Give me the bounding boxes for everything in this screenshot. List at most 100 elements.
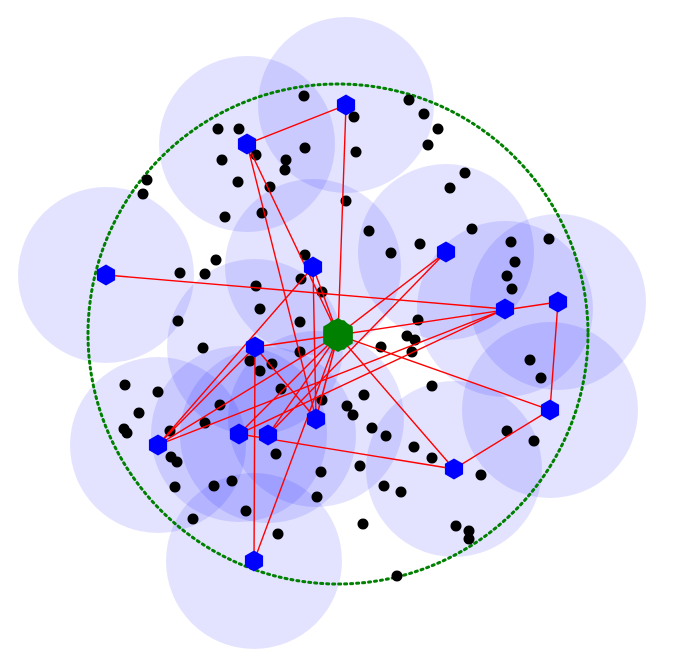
link-line [337,334,551,411]
relay-node [237,133,257,155]
link-line [253,346,256,562]
coverage-area-layer [18,17,646,649]
sensor-node [210,254,222,266]
link-line [238,334,339,435]
sensor-node [366,422,378,434]
sensor-node [119,379,131,391]
sensor-node [254,303,266,315]
sensor-node [264,181,276,193]
sensor-node [174,267,186,279]
sensor-node [395,486,407,498]
sensor-node [219,211,231,223]
sensor-node [279,164,291,176]
link-line [157,308,506,446]
sensor-node [152,386,164,398]
link-line [267,251,447,436]
sensor-node [216,154,228,166]
sensor-node [199,268,211,280]
sensor-node [299,249,311,261]
sensor-node [475,469,487,481]
sensor-node [422,139,434,151]
relay-node [303,256,323,278]
sensor-node [315,466,327,478]
relay-node [148,434,168,456]
sensor-node [208,480,220,492]
sensor-node [358,389,370,401]
link-line [246,143,317,420]
sensor-node [266,358,278,370]
link-line [157,334,339,446]
sensor-node [244,355,256,367]
sensor-node [509,256,521,268]
hub-node-core [323,320,353,350]
link-line [254,346,317,420]
relay-node [540,399,560,421]
link-line [246,143,339,336]
sensor-node [357,518,369,530]
relay-node [436,241,456,263]
sensor-node [275,383,287,395]
relay-node [306,408,326,430]
link-line [453,409,551,470]
sensor-node [299,142,311,154]
sensor-node [169,481,181,493]
sensor-node [524,354,536,366]
sensor-node [347,409,359,421]
sensor-node [506,283,518,295]
sensor-node-layer [118,90,555,582]
sensor-node [226,475,238,487]
sensor-node [463,525,475,537]
sensor-node [378,480,390,492]
relay-node [495,298,515,320]
sensor-node [363,225,375,237]
sensor-node [463,533,475,545]
relay-node [244,550,264,572]
sensor-node [214,399,226,411]
sensor-node [426,380,438,392]
sensor-node [171,456,183,468]
sensor-node [121,427,133,439]
sensor-node [408,441,420,453]
boundary-layer [86,82,590,586]
sensor-node [137,188,149,200]
relay-node [96,264,116,286]
sensor-node [501,270,513,282]
sensor-node [459,167,471,179]
relay-node [444,458,464,480]
sensor-node [240,505,252,517]
sensor-node [466,223,478,235]
sensor-node [316,394,328,406]
sensor-node [232,176,244,188]
sensor-node [354,460,366,472]
link-line [246,104,347,145]
sensor-node [444,182,456,194]
relay-node [229,423,249,445]
sensor-node [341,400,353,412]
sensor-node [295,273,307,285]
sensor-node [432,123,444,135]
link-line [105,274,506,310]
relay-node [548,291,568,313]
sensor-node [380,430,392,442]
sensor-node [385,247,397,259]
link-line [253,334,339,562]
sensor-node [350,146,362,158]
sensor-node [311,491,323,503]
link-line [549,301,559,411]
sensor-node [187,513,199,525]
relay-node [336,94,356,116]
link-line [157,346,256,446]
sensor-node [270,448,282,460]
sensor-node [294,346,306,358]
link-line [157,266,314,446]
sensor-node [414,238,426,250]
sensor-node [233,123,245,135]
link-line [337,251,447,336]
sensor-node [212,123,224,135]
boundary-circle [86,82,590,586]
link-line [267,334,339,436]
sensor-node [391,570,403,582]
relay-node [258,424,278,446]
